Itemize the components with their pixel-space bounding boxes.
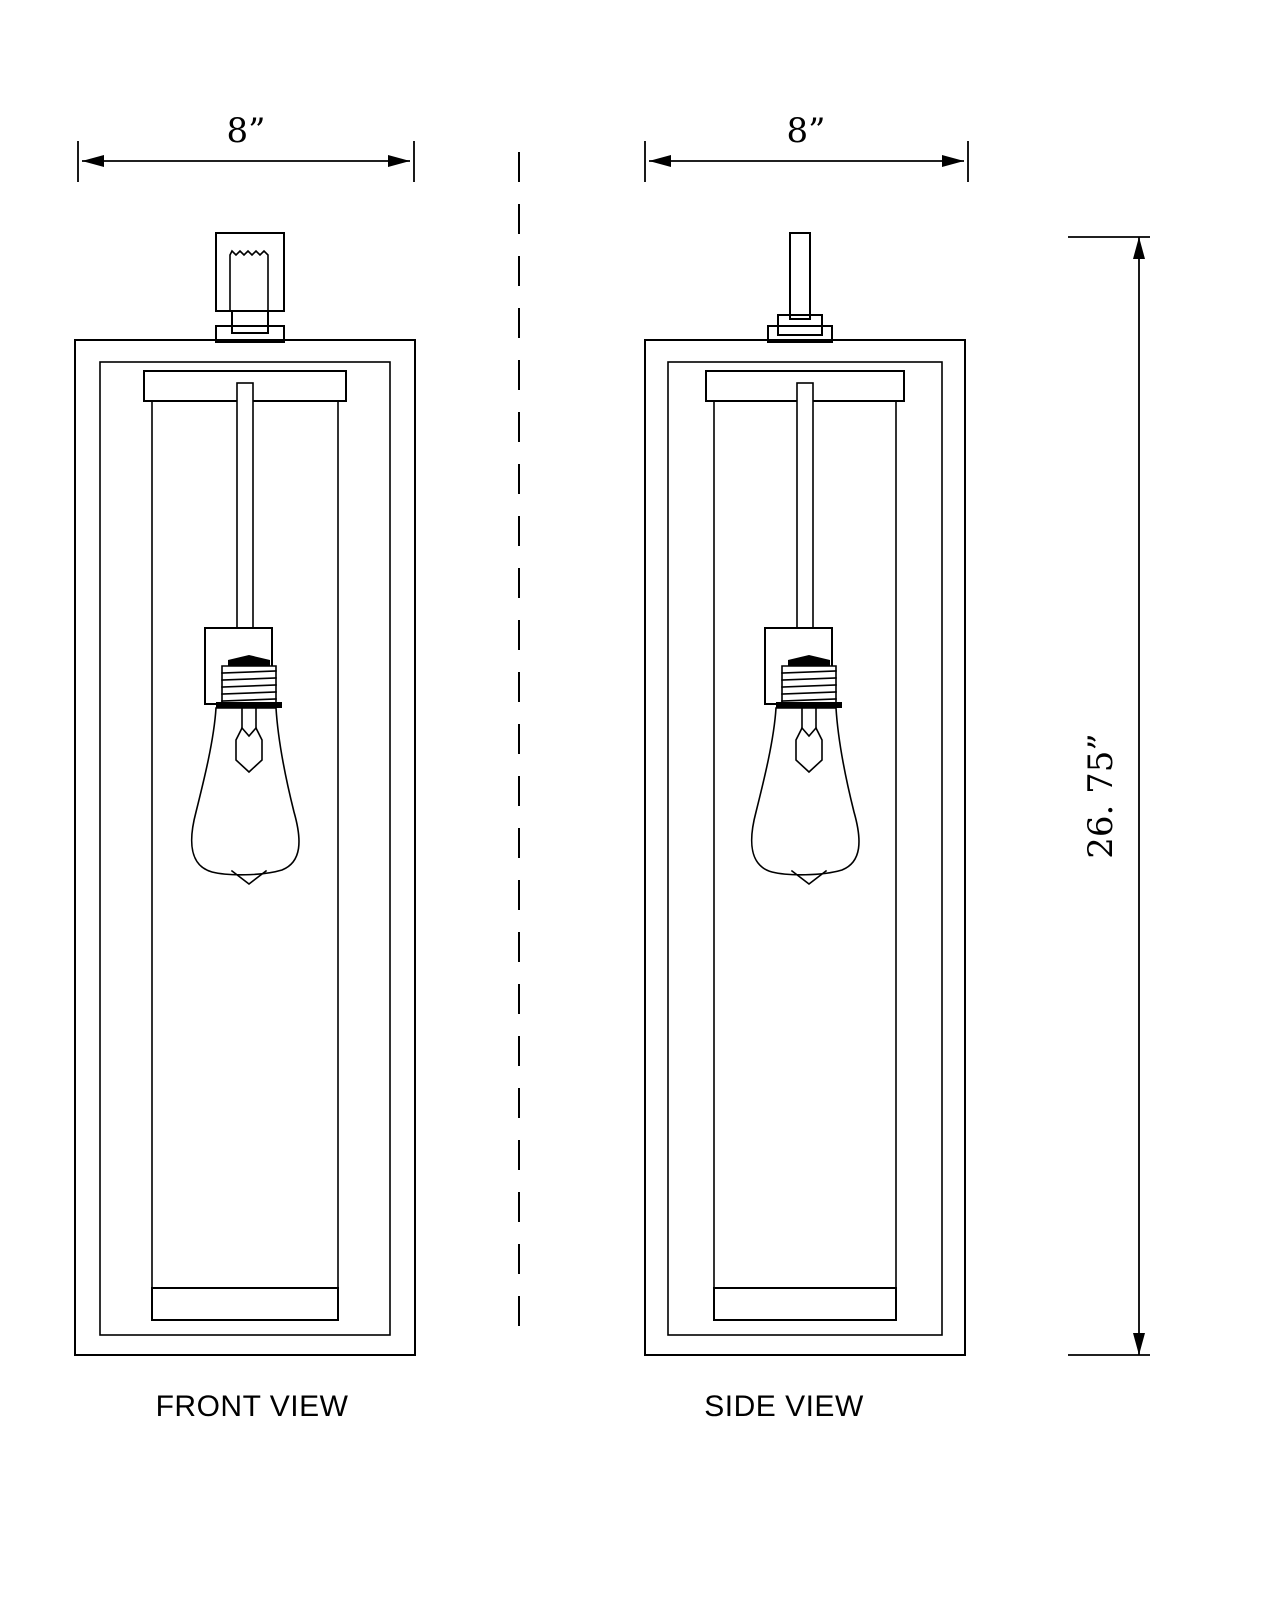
front-width-dimension: 8” [77,111,415,182]
front-thread-5 [221,698,277,702]
side-bulb-tip [790,869,828,886]
front-screw-base-bottom [216,702,282,708]
side-thread-2 [781,677,837,681]
front-bulb-filament [235,707,263,774]
front-view-drawing [74,232,416,1356]
front-bulb-screw-base [216,655,282,708]
side-bulb-filament-bridge [800,726,818,738]
front-outer-frame [74,339,416,1356]
side-screw-base-collar [788,655,830,666]
front-thread-4 [221,691,277,695]
side-glass-bottom-cap [713,1287,897,1321]
front-bulb-tip [230,869,268,886]
side-dim-arrow-right [942,155,964,167]
side-screw-base-bottom [776,702,842,708]
height-dim-arrow-bottom [1133,1333,1145,1355]
side-hanging-stem [796,382,814,633]
side-bulb-screw-base [776,655,842,708]
side-thread-1 [781,670,837,674]
front-mount-baseplate [215,325,285,343]
front-width-dimension-text: 8” [226,111,265,151]
height-dim-arrow-top [1133,237,1145,259]
side-inner-frame [667,361,943,1336]
side-bulb-envelope [750,707,860,876]
side-thread-3 [781,684,837,688]
front-dim-arrow-left [82,155,104,167]
side-dim-arrow-left [649,155,671,167]
side-width-dimension-text: 8” [786,111,825,151]
height-dimension-text: 26. 75” [1081,733,1121,859]
side-thread-5 [781,698,837,702]
side-outer-frame [644,339,966,1356]
side-mount-backplate-edge [789,232,811,320]
side-bulb-filament [795,707,823,774]
front-mount-canopy [229,249,269,312]
front-hanging-stem [236,382,254,633]
front-inner-frame [99,361,391,1336]
front-screw-base-collar [228,655,270,666]
front-mount-backplate [215,232,285,312]
side-thread-4 [781,691,837,695]
side-view-label: SIDE VIEW [704,1390,864,1423]
side-width-dimension: 8” [644,111,969,182]
front-glass-bottom-cap [151,1287,339,1321]
height-dimension: 26. 75” [1068,236,1150,1356]
side-mount-baseplate [767,325,833,343]
front-mount-neck [231,310,269,334]
front-thread-3 [221,684,277,688]
front-bulb-envelope [190,707,300,876]
front-thread-1 [221,670,277,674]
front-bulb-filament-bridge [240,726,258,738]
front-view-label: FRONT VIEW [156,1390,349,1423]
side-view-drawing [644,232,966,1356]
front-dim-arrow-right [388,155,410,167]
front-thread-2 [221,677,277,681]
